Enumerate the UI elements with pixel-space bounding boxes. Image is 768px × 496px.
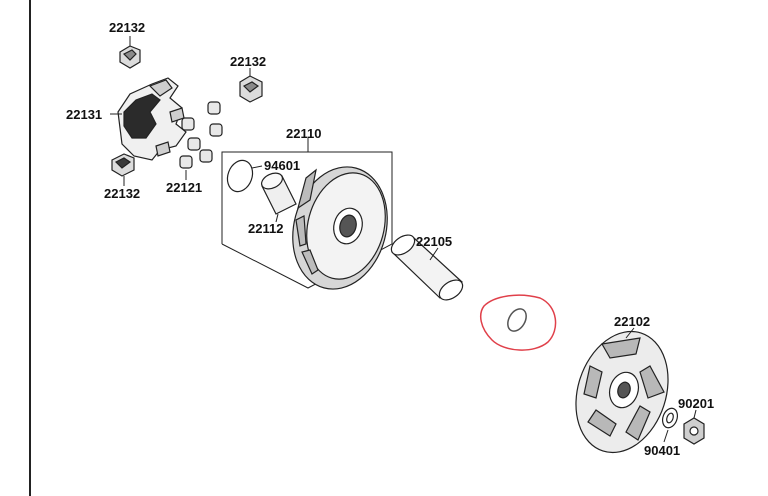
label-22132-bottom: 22132 bbox=[104, 186, 140, 201]
bushing-part bbox=[261, 172, 297, 215]
label-90401: 90401 bbox=[644, 443, 680, 458]
washer-90401-hole bbox=[666, 412, 674, 424]
label-22102: 22102 bbox=[614, 314, 650, 329]
slider-right-part bbox=[239, 75, 263, 103]
label-22132-top: 22132 bbox=[109, 20, 145, 35]
washer-90401-part bbox=[661, 407, 679, 429]
leader-22102 bbox=[625, 327, 635, 339]
o-ring-part bbox=[226, 159, 254, 193]
label-90201: 90201 bbox=[678, 396, 714, 411]
roller-set-part bbox=[179, 101, 223, 169]
leader-22112 bbox=[275, 213, 279, 223]
leader-90401 bbox=[663, 429, 669, 443]
leader-22105 bbox=[429, 247, 439, 261]
nut-part bbox=[683, 417, 705, 445]
highlight-circle bbox=[479, 294, 557, 351]
leader-94601 bbox=[251, 165, 263, 169]
slider-bottom-part bbox=[111, 153, 135, 177]
label-22121: 22121 bbox=[166, 180, 202, 195]
label-22132-right: 22132 bbox=[230, 54, 266, 69]
ramp-plate-part bbox=[117, 77, 187, 161]
label-94601: 94601 bbox=[264, 158, 300, 173]
drive-face-part bbox=[292, 166, 388, 290]
slider-top-part bbox=[119, 45, 141, 69]
label-22110: 22110 bbox=[286, 126, 321, 141]
label-22131: 22131 bbox=[66, 107, 102, 122]
fixed-drive-face-part bbox=[575, 330, 669, 454]
label-22112: 22112 bbox=[248, 221, 283, 236]
group-bracket bbox=[221, 151, 393, 289]
washer-part bbox=[507, 308, 527, 332]
collar-part bbox=[390, 234, 464, 301]
leader-90201 bbox=[693, 409, 697, 419]
label-22105: 22105 bbox=[416, 234, 452, 249]
